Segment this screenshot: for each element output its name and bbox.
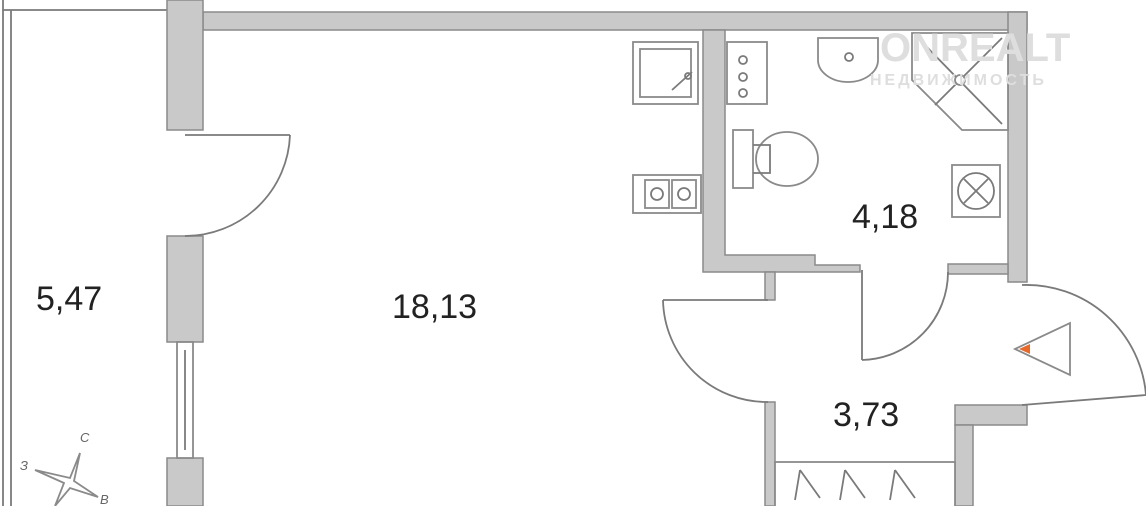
walls xyxy=(166,0,1028,506)
compass-north-label: С xyxy=(80,430,90,445)
bathroom-area: 4,18 xyxy=(852,198,919,236)
balcony-door xyxy=(184,134,291,237)
living-room-area: 18,13 xyxy=(392,288,478,326)
toilet xyxy=(732,129,819,189)
window xyxy=(176,341,194,459)
hallway-area: 3,73 xyxy=(833,396,900,434)
kitchen-sink xyxy=(632,41,699,105)
compass-east-label: В xyxy=(100,492,109,507)
balcony-area: 5,47 xyxy=(36,280,103,318)
compass-icon xyxy=(34,452,99,506)
stove xyxy=(632,174,702,214)
kitchen-appliance xyxy=(726,41,768,105)
entrance-marker xyxy=(1019,344,1030,354)
wardrobe xyxy=(774,461,956,506)
compass-west-label: З xyxy=(20,458,28,473)
kitchen-door xyxy=(662,299,769,403)
shower xyxy=(911,32,1009,131)
bathroom-door xyxy=(861,270,949,361)
entrance-door xyxy=(1012,284,1146,406)
balcony-railing xyxy=(2,0,167,506)
washbasin xyxy=(817,37,879,83)
ventilation xyxy=(951,164,1001,218)
